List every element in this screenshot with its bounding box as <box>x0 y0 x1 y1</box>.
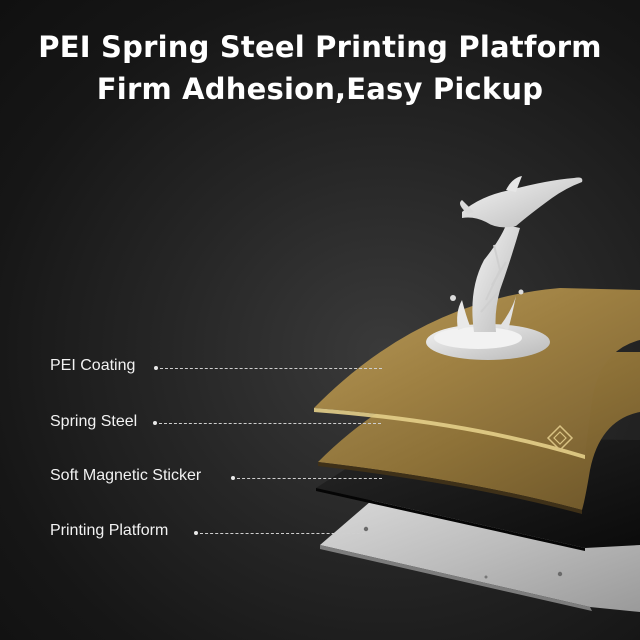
dolphin-model-icon <box>426 176 583 360</box>
leader-line-magnetic <box>237 478 382 479</box>
label-soft-magnetic-sticker: Soft Magnetic Sticker <box>50 467 202 484</box>
label-pei-coating: PEI Coating <box>50 357 136 374</box>
leader-line-spring <box>159 423 381 424</box>
label-spring-steel: Spring Steel <box>50 413 138 430</box>
leader-line-platform <box>200 533 365 534</box>
header: PEI Spring Steel Printing Platform Firm … <box>0 26 640 110</box>
title-line-2: Firm Adhesion,Easy Pickup <box>96 72 544 106</box>
anycubic-logo-icon <box>546 424 574 452</box>
label-printing-platform: Printing Platform <box>50 522 169 539</box>
leader-line-pei <box>160 368 382 369</box>
leader-dot-platform <box>194 531 198 535</box>
title-line-1: PEI Spring Steel Printing Platform <box>38 30 602 64</box>
leader-dot-pei <box>154 366 158 370</box>
leader-dot-magnetic <box>231 476 235 480</box>
leader-dot-spring <box>153 421 157 425</box>
pei-coating-layer <box>314 288 640 459</box>
